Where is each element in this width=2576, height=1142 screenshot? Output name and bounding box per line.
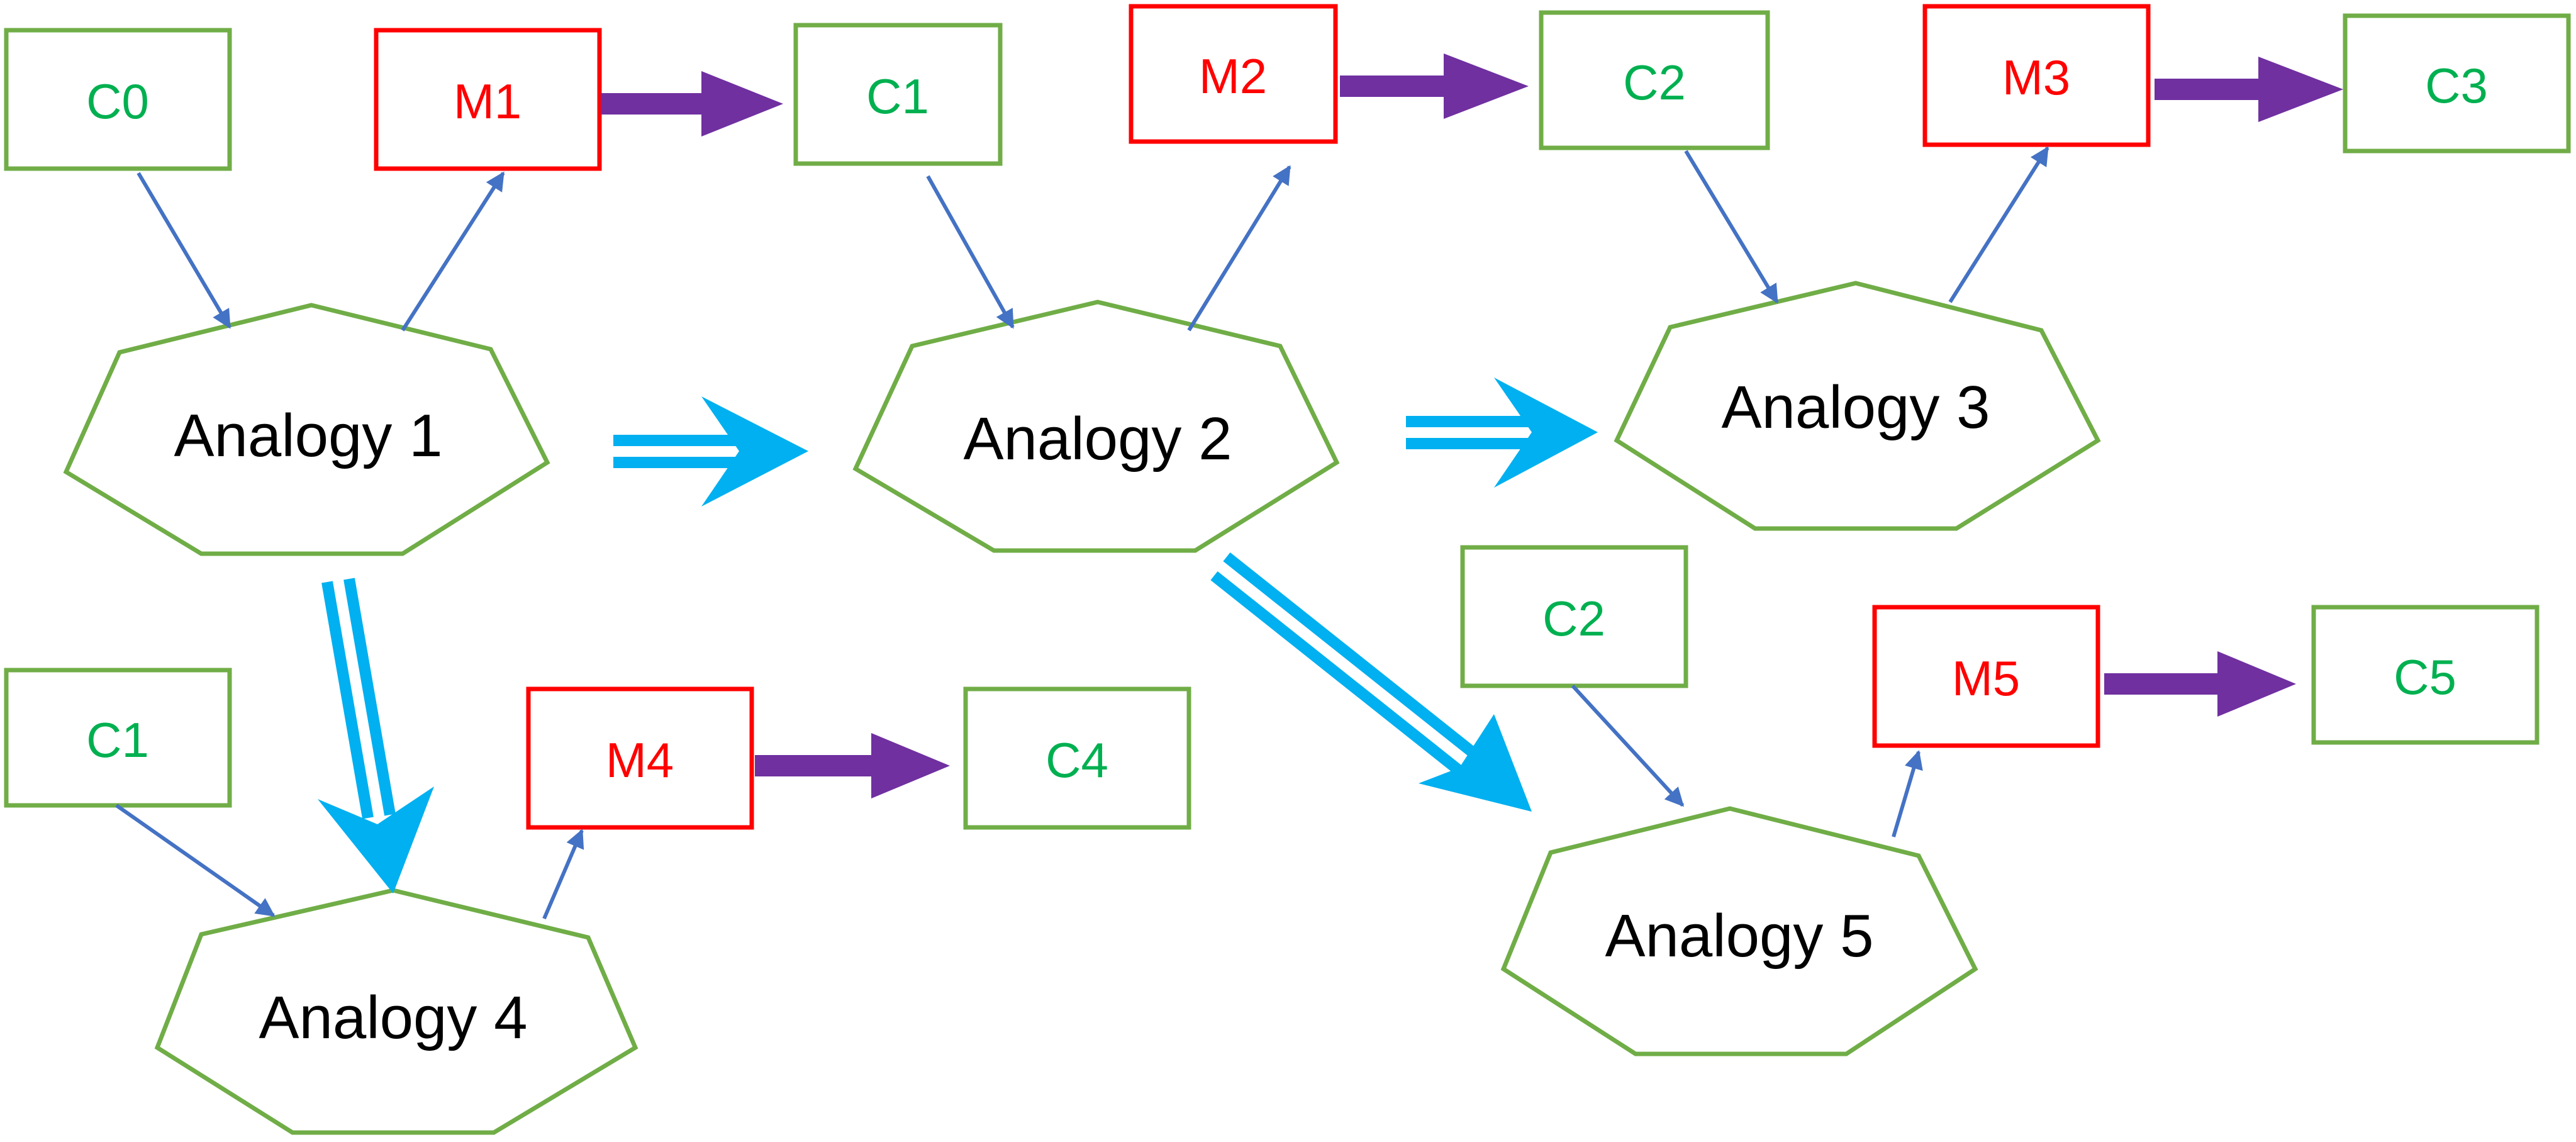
analogy-2-node: Analogy 2 [852, 299, 1340, 553]
c1-bottom-label: C1 [86, 712, 149, 768]
arrow-analogy1-to-m1 [401, 171, 505, 332]
m2-box: M2 [1129, 4, 1338, 144]
c5-label: C5 [2394, 649, 2456, 705]
m2-label: M2 [1199, 48, 1267, 104]
analogy-4-label: Analogy 4 [259, 984, 528, 1051]
arrow-analogy2-to-m2 [1187, 165, 1291, 332]
arrow-m1-to-c1 [601, 71, 783, 137]
arrow-c0-to-analogy1 [137, 172, 231, 329]
c4-label: C4 [1045, 732, 1108, 788]
c1-top-label: C1 [866, 69, 929, 124]
analogy-4-node: Analogy 4 [154, 888, 638, 1135]
arrow-analogy3-to-m3 [1948, 146, 2049, 303]
m3-box: M3 [1922, 4, 2151, 147]
analogy-3-node: Analogy 3 [1614, 281, 2101, 531]
c1-bottom-box: C1 [4, 668, 232, 808]
m1-box: M1 [374, 28, 602, 171]
arrow-c2-to-analogy3 [1684, 150, 1779, 304]
m4-box: M4 [526, 686, 754, 830]
m3-label: M3 [2002, 50, 2070, 105]
double-arrow-analogy2-to-analogy5 [1210, 552, 1532, 812]
c2-top-box: C2 [1539, 10, 1770, 150]
c3-box: C3 [2343, 13, 2571, 154]
arrow-m4-to-c4 [755, 733, 950, 798]
m5-label: M5 [1952, 651, 2020, 706]
arrow-analogy4-to-m4 [542, 829, 584, 920]
c2-middle-box: C2 [1460, 545, 1688, 688]
c0-top-label: C0 [86, 74, 149, 129]
arrow-analogy5-to-m5 [1892, 750, 1923, 837]
c2-middle-label: C2 [1542, 591, 1605, 646]
double-arrow-analogy2-to-analogy3 [1406, 378, 1598, 488]
bold-arrows [601, 53, 2343, 798]
double-arrow-analogy1-to-analogy2 [613, 396, 808, 507]
c1-top-box: C1 [793, 23, 1003, 166]
c2-top-label: C2 [1623, 55, 1686, 110]
arrow-m2-to-c2 [1340, 53, 1529, 119]
m1-label: M1 [454, 74, 521, 129]
c5-box: C5 [2311, 605, 2540, 745]
analogy-1-node: Analogy 1 [63, 303, 550, 556]
arrow-c1-to-analogy2 [926, 175, 1015, 329]
thin-arrows [115, 146, 2049, 920]
arrow-m5-to-c5 [2104, 651, 2296, 717]
arrow-c2middle-to-analogy5 [1571, 684, 1685, 807]
analogy-5-node: Analogy 5 [1500, 806, 1978, 1056]
analogy-1-label: Analogy 1 [174, 402, 443, 469]
c0-top-box: C0 [4, 28, 232, 171]
double-arrow-analogy1-to-analogy4 [318, 578, 434, 893]
arrow-c1bottom-to-analogy4 [115, 803, 276, 917]
analogy-3-label: Analogy 3 [1722, 374, 1990, 441]
m4-label: M4 [606, 732, 674, 788]
analogy-5-label: Analogy 5 [1605, 902, 1874, 970]
arrow-m3-to-c3 [2155, 57, 2343, 122]
c4-box: C4 [963, 686, 1191, 830]
m5-box: M5 [1872, 605, 2100, 748]
c3-label: C3 [2425, 58, 2488, 113]
analogy-2-label: Analogy 2 [964, 405, 1232, 473]
